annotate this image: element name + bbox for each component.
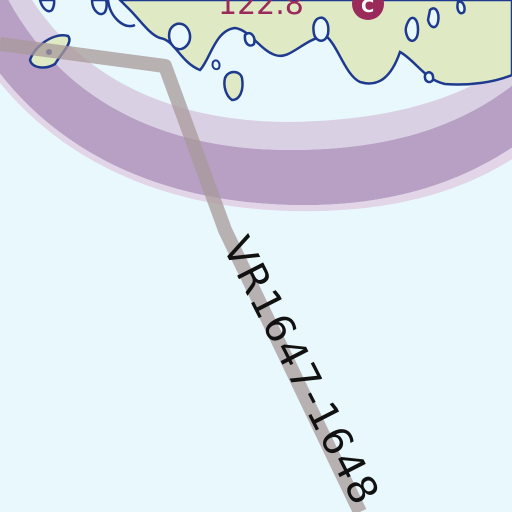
lake [90,0,108,16]
lake [243,31,256,47]
badge-letter: C [361,0,374,17]
lake [312,16,330,42]
route-corridor [0,37,367,512]
island [223,70,244,102]
airspace-ring-band [0,0,512,206]
lake [426,7,440,29]
frequency-badge: C [352,0,384,20]
lake [211,59,221,71]
frequency-label: 122.8 [218,0,304,22]
lake [38,0,56,13]
airspace-ring-inner-fade [8,0,512,150]
lake [404,16,420,42]
lake [456,0,466,15]
airspace-ring-outer-edge [0,73,512,212]
shore-hook [106,0,136,28]
lake [423,71,435,84]
island [167,22,192,51]
badge-circle [352,0,384,20]
